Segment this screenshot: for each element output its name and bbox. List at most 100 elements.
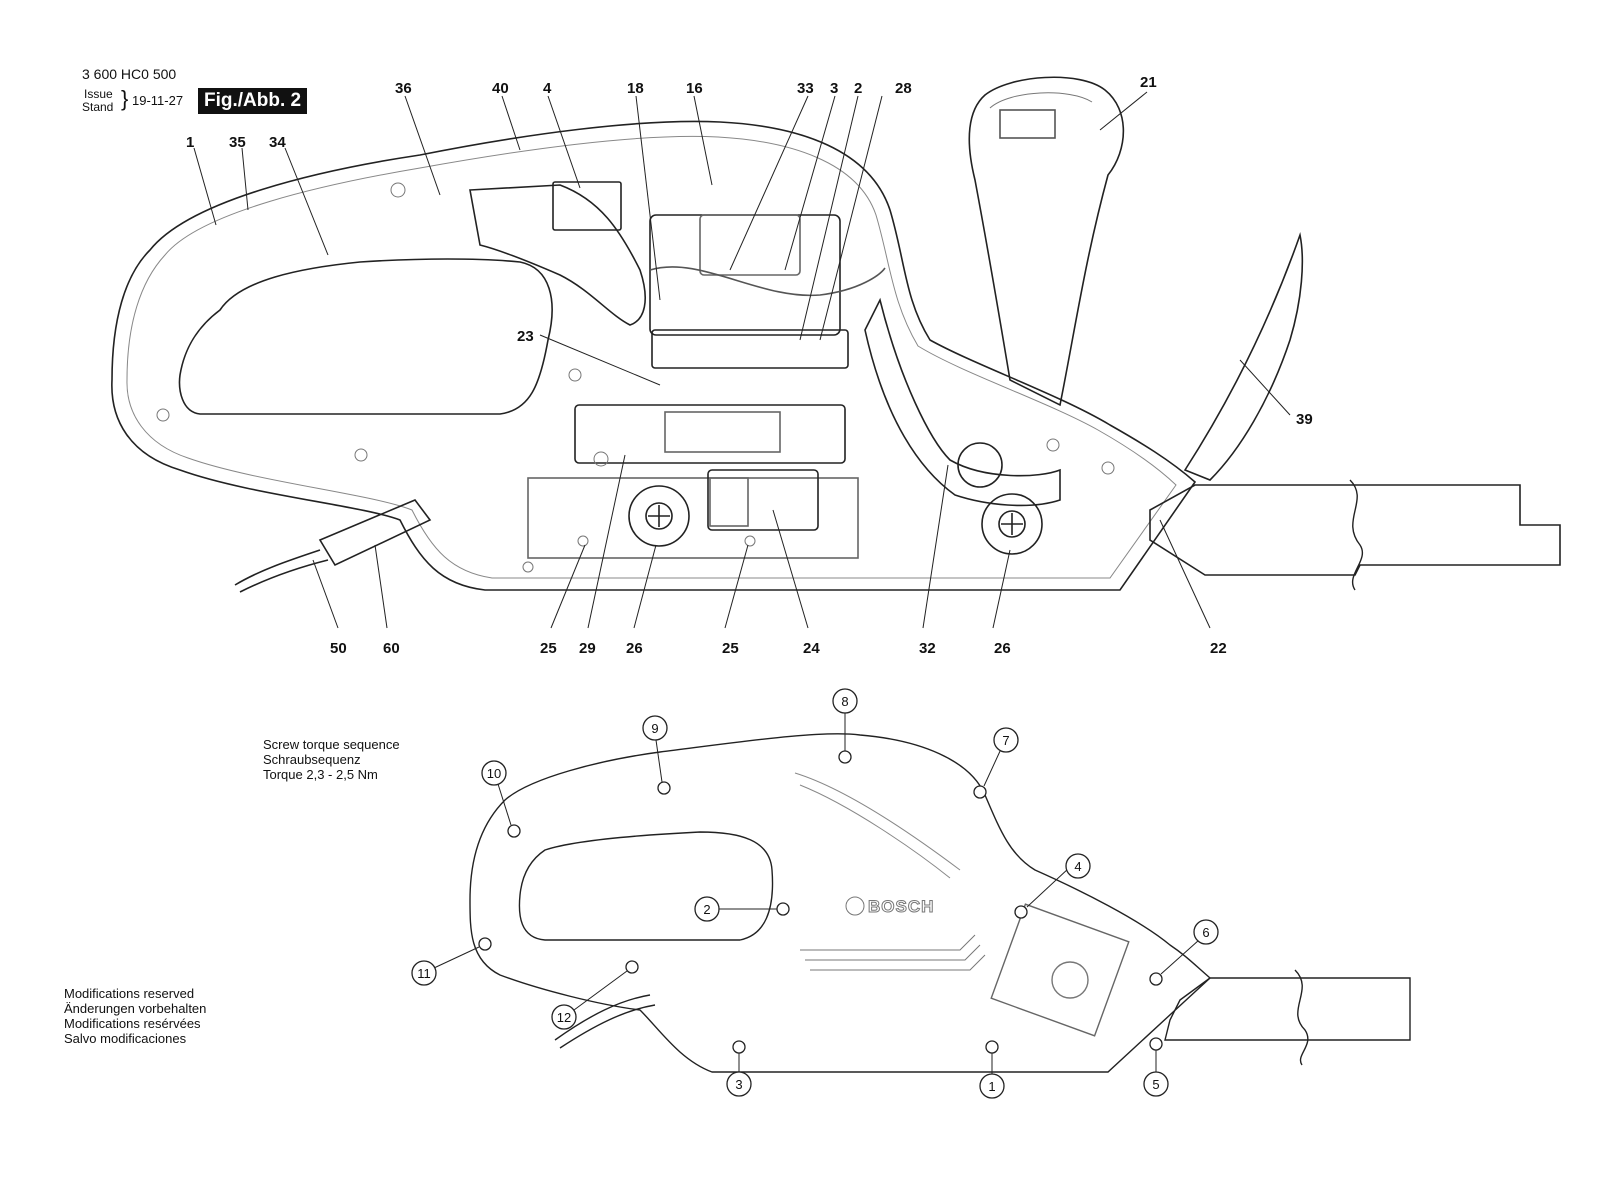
- svg-text:3: 3: [735, 1077, 742, 1092]
- sequence-callout-12: 12: [551, 1004, 577, 1030]
- brand-logo-icon: [845, 896, 865, 916]
- sequence-callout-6: 6: [1193, 919, 1219, 945]
- modifications-de: Änderungen vorbehalten: [64, 1001, 207, 1016]
- callout-25a: 25: [540, 640, 557, 657]
- modifications-note: Modifications reserved Änderungen vorbeh…: [64, 986, 206, 1046]
- callout-32: 32: [919, 640, 936, 657]
- svg-text:4: 4: [1074, 859, 1081, 874]
- callout-40: 40: [492, 80, 509, 97]
- callout-34: 34: [269, 134, 286, 151]
- exterior-blade-break: [1294, 969, 1309, 1066]
- svg-text:1: 1: [988, 1079, 995, 1094]
- callout-26b: 26: [994, 640, 1011, 657]
- strain-relief: [318, 499, 432, 567]
- screw-12: [625, 960, 639, 974]
- callout-50: 50: [330, 640, 347, 657]
- base-plate: [527, 477, 859, 559]
- sequence-callout-4: 4: [1065, 853, 1091, 879]
- gear-wheel-right-hub: [998, 510, 1026, 538]
- pinion-block: [707, 469, 819, 531]
- screw-4: [1014, 905, 1028, 919]
- brand-logo: BOSCH: [845, 896, 934, 917]
- callout-26a: 26: [626, 640, 643, 657]
- pinion-gear: [709, 477, 749, 527]
- sequence-callout-2: 2: [694, 896, 720, 922]
- screw-2: [776, 902, 790, 916]
- callout-18: 18: [627, 80, 644, 97]
- sequence-callout-3: 3: [726, 1071, 752, 1097]
- svg-text:2: 2: [703, 902, 710, 917]
- motor-cable-loop: [649, 266, 886, 297]
- callout-25b: 25: [722, 640, 739, 657]
- brand-wordmark: BOSCH: [868, 897, 934, 916]
- callout-29: 29: [579, 640, 596, 657]
- sequence-callout-9: 9: [642, 715, 668, 741]
- sequence-callout-11: 11: [411, 960, 437, 986]
- callout-36: 36: [395, 80, 412, 97]
- micro-switch: [552, 181, 622, 231]
- exterior-grip-opening: [518, 831, 774, 941]
- part-number: 3 600 HC0 500: [82, 66, 177, 82]
- gear-wheel-right: [981, 493, 1043, 555]
- svg-text:10: 10: [487, 766, 501, 781]
- front-handle: [968, 76, 1125, 407]
- motor-armature: [699, 214, 801, 276]
- callout-23: 23: [517, 328, 534, 345]
- modifications-es: Salvo modificaciones: [64, 1031, 187, 1046]
- callout-22: 22: [1210, 640, 1227, 657]
- callout-2: 2: [854, 80, 862, 97]
- motor-base: [651, 329, 849, 369]
- callout-33: 33: [797, 80, 814, 97]
- sequence-callout-1: 1: [979, 1073, 1005, 1099]
- svg-text:9: 9: [651, 721, 658, 736]
- exterior-outline: [469, 733, 1212, 1073]
- gear-wheel-left: [628, 485, 690, 547]
- connecting-rod: [864, 297, 1061, 507]
- callout-3: 3: [830, 80, 838, 97]
- modifications-en: Modifications reserved: [64, 986, 195, 1001]
- screw-7: [973, 785, 987, 799]
- screw-8: [838, 750, 852, 764]
- screw-11: [478, 937, 492, 951]
- sequence-callout-7: 7: [993, 727, 1019, 753]
- housing-interior-view: [111, 120, 1197, 593]
- handle-opening: [178, 258, 553, 415]
- front-handle-insert: [999, 109, 1056, 139]
- screw-5: [1149, 1037, 1163, 1051]
- callout-21: 21: [1140, 74, 1157, 91]
- exterior-cable: [554, 994, 656, 1049]
- screw-10: [507, 824, 521, 838]
- gear-wheel-left-cross: [648, 505, 670, 527]
- callout-24: 24: [803, 640, 820, 657]
- housing-outline: [111, 120, 1197, 591]
- torque-note: Screw torque sequence Schraubsequenz Tor…: [263, 737, 400, 782]
- stand-label: Stand: [82, 100, 114, 114]
- callout-28: 28: [895, 80, 912, 97]
- gear-frame-inner: [664, 411, 781, 453]
- callout-1: 1: [186, 134, 194, 151]
- sequence-callout-10: 10: [481, 760, 507, 786]
- callout-35: 35: [229, 134, 246, 151]
- svg-text:12: 12: [557, 1010, 571, 1025]
- screw-3: [732, 1040, 746, 1054]
- exterior-top-rib: [794, 772, 961, 879]
- exterior-blade: [1164, 977, 1411, 1041]
- sequence-callout-5: 5: [1143, 1071, 1169, 1097]
- screw-6: [1149, 972, 1163, 986]
- sequence-callouts: 1 2 3 4 5 6 7 8 9 10 11 12: [411, 688, 1219, 1099]
- gear-frame: [574, 404, 846, 464]
- screw-bosses: [156, 182, 1115, 573]
- gear-wheel-left-hub: [645, 502, 673, 530]
- torque-line-1: Screw torque sequence: [263, 737, 400, 752]
- sequence-leaders: [433, 712, 1200, 1074]
- housing-exterior-view: [469, 733, 1411, 1073]
- housing-outline-inner: [126, 135, 1177, 579]
- svg-text:5: 5: [1152, 1077, 1159, 1092]
- switch-lever: [469, 184, 646, 326]
- blade: [1149, 484, 1561, 576]
- torque-line-2: Schraubsequenz: [263, 752, 361, 767]
- brace-glyph: }: [121, 86, 129, 111]
- blade-guard: [1183, 231, 1304, 481]
- svg-text:6: 6: [1202, 925, 1209, 940]
